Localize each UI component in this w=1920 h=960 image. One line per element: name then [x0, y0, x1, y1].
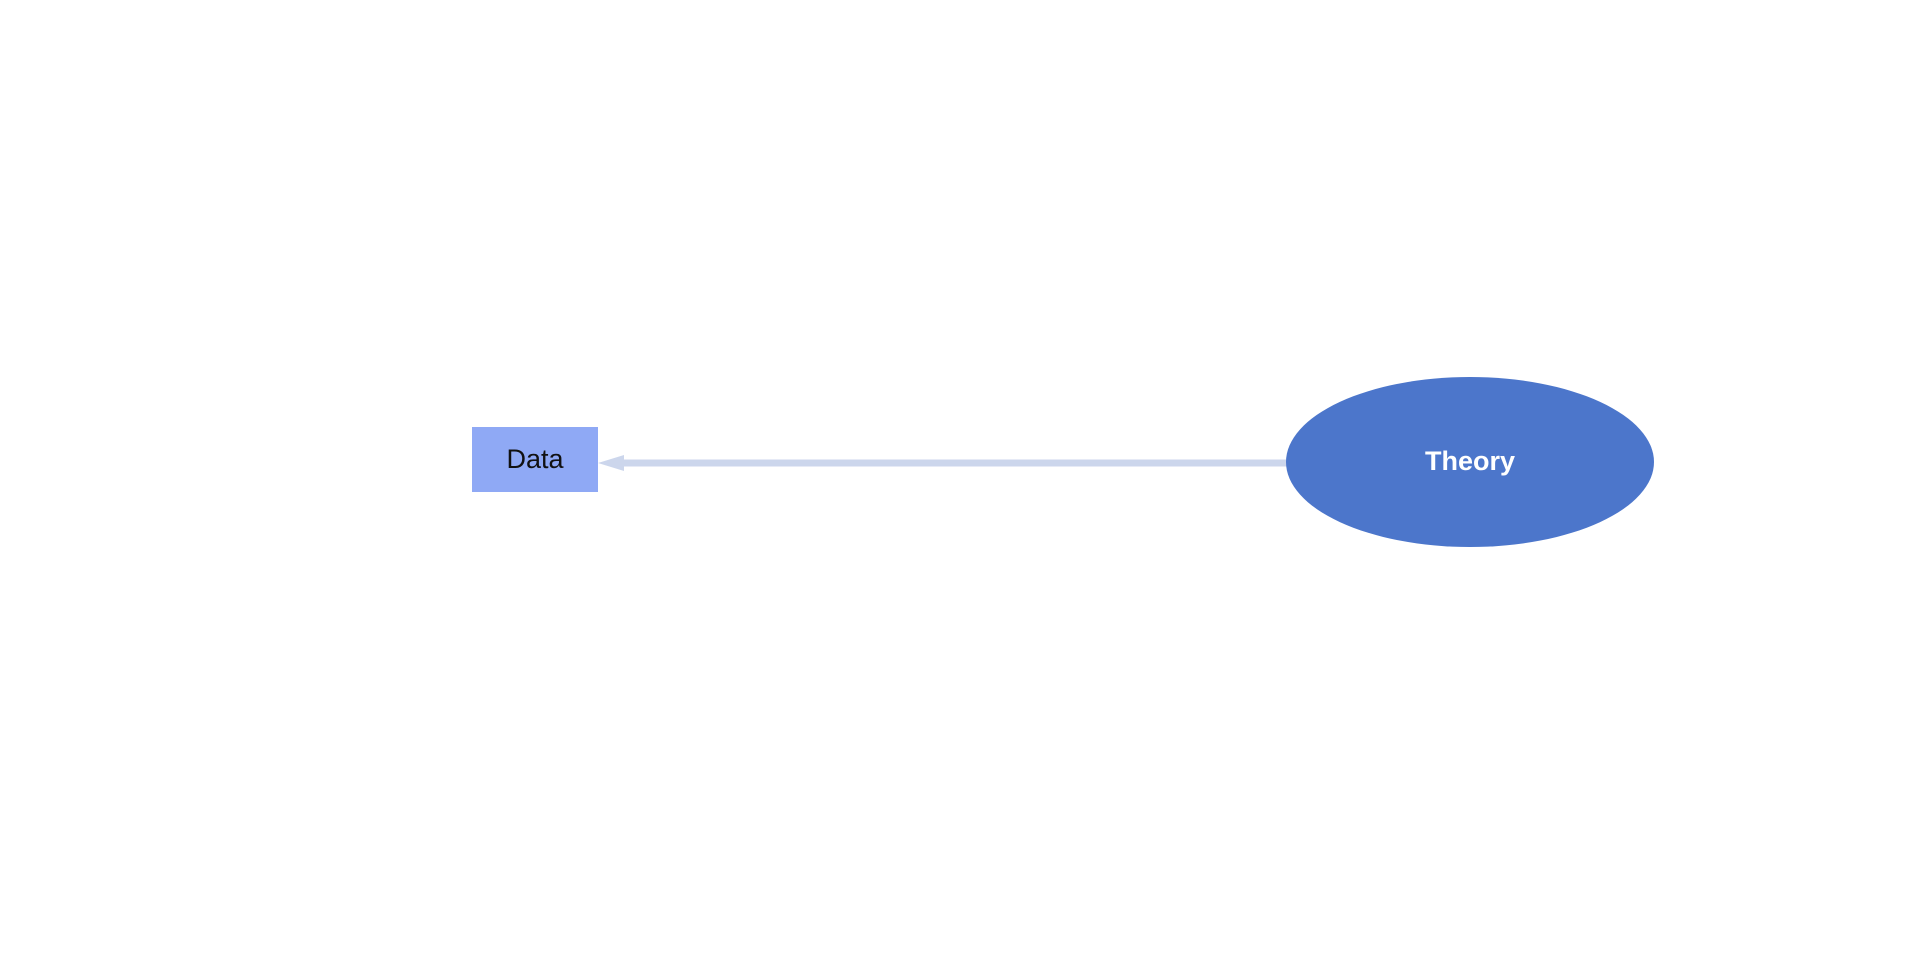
node-theory[interactable]: Theory	[1286, 377, 1654, 547]
node-data-shape	[472, 427, 598, 492]
node-theory-label: Theory	[1425, 446, 1515, 476]
node-theory-shape	[1286, 377, 1654, 547]
edge-arrowhead-icon	[598, 455, 624, 471]
node-data[interactable]: Data	[472, 427, 598, 492]
edge-theory-to-data[interactable]	[598, 455, 1288, 471]
node-data-label: Data	[506, 444, 564, 474]
